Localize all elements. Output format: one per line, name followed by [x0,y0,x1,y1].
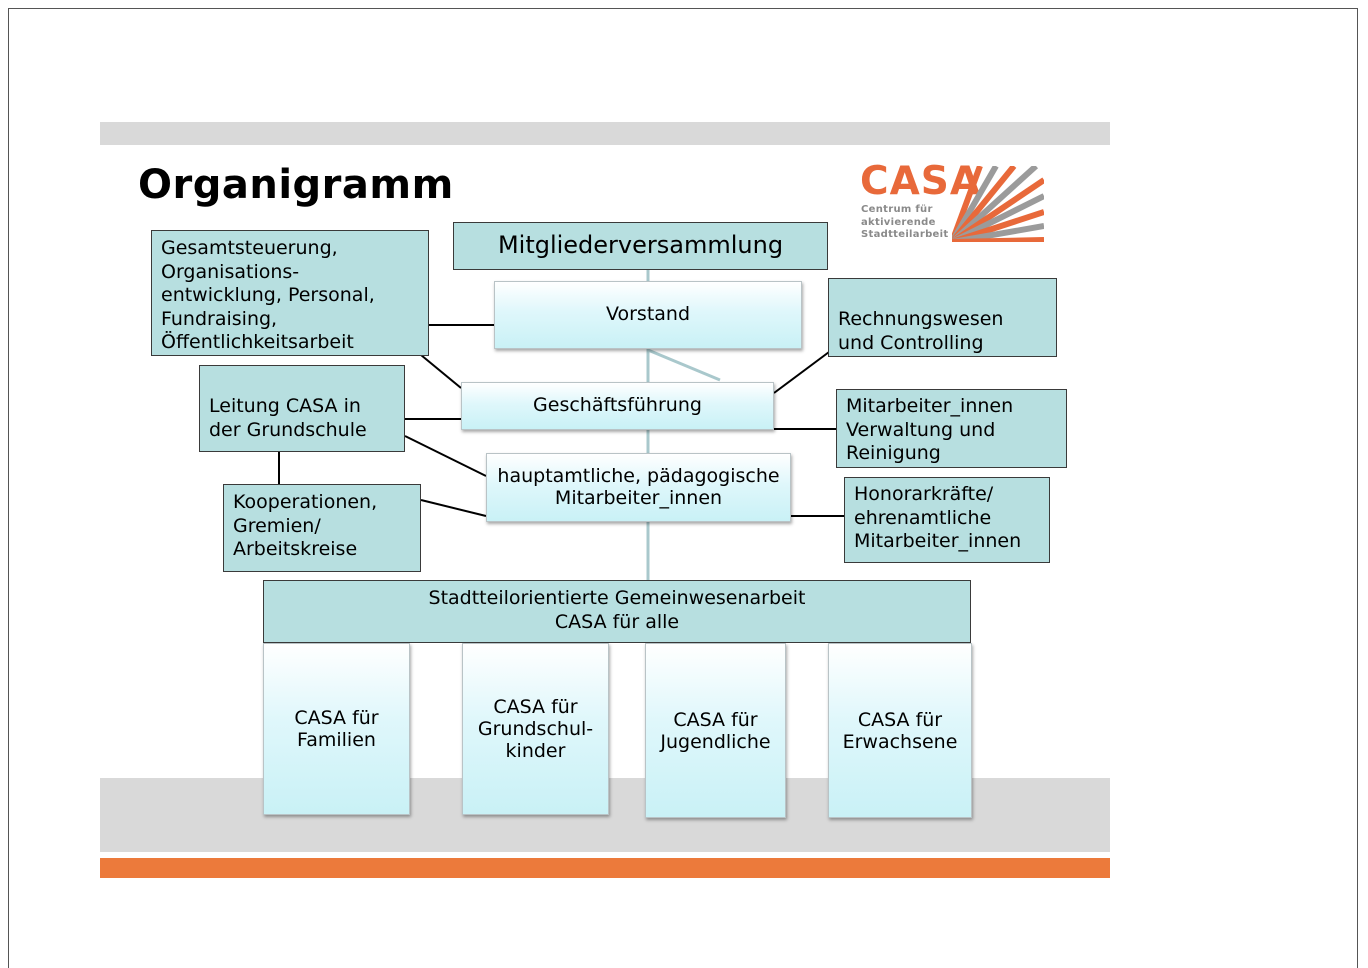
node-geschaeftsfuehrung: Geschäftsführung [461,382,774,430]
logo-subtitle-line: Stadtteilarbeit [861,229,949,240]
node-label-line: Erwachsene [842,730,958,753]
node-label-line: ehrenamtliche [854,506,992,529]
node-label: Vorstand [605,303,691,326]
node-label-line: entwicklung, Personal, [161,284,375,306]
node-leitung-grundschule: Leitung CASA in der Grundschule [199,365,405,452]
node-label-line: Kooperationen, [233,491,378,513]
node-label-wrap: CASA für Jugendliche [660,709,770,753]
node-label-line: Verwaltung und [846,418,996,441]
node-label-line: kinder [505,740,566,762]
node-label-line: Organisations- [161,260,300,283]
node-label-line: CASA für alle [554,610,680,633]
node-casa-grundschulkinder: CASA für Grundschul- kinder [462,643,609,815]
node-label-line: Stadtteilorientierte Gemeinwesenarbeit [428,587,806,609]
logo-rays-icon [952,166,1044,242]
node-casa-jugendliche: CASA für Jugendliche [645,643,786,818]
node-label-line: CASA für [857,708,943,731]
node-label: Geschäftsführung [533,394,702,417]
node-casa-erwachsene: CASA für Erwachsene [828,643,972,818]
node-label-line: CASA für [493,696,578,718]
node-label-line: Fundraising, [161,307,278,330]
node-label-line: Gesamtsteuerung, [161,237,338,259]
node-label: Mitgliederversammlung [497,231,784,260]
node-label-line: hauptamtliche, pädagogische [497,465,780,487]
footer-accent-bar [100,858,1110,878]
node-label-line: Arbeitskreise [233,538,358,560]
logo-subtitle-line: aktivierende [861,216,936,228]
node-label-line: der Grundschule [209,418,367,441]
logo-wordmark: CASA [860,159,982,204]
casa-logo: CASA Centrum für aktivierende Stadtteila… [860,160,1045,244]
page-border [8,8,1358,968]
node-label-line: Gremien/ [233,514,321,537]
logo-subtitle: Centrum für aktivierende Stadtteilarbeit [861,204,948,242]
node-label-line: Familien [297,729,376,751]
node-label-line: Mitarbeiter_innen [846,395,1014,417]
node-mitarbeiter-verwaltung: Mitarbeiter_innen Verwaltung und Reinigu… [836,389,1067,468]
node-label-line: und Controlling [838,331,984,354]
node-label-line: Mitarbeiter_innen [554,487,723,509]
node-kooperationen: Kooperationen, Gremien/ Arbeitskreise [223,484,421,572]
node-label-line: Öffentlichkeitsarbeit [161,331,354,353]
node-label-line: Grundschul- [477,718,594,740]
node-label-line: Honorarkräfte/ [854,483,994,505]
node-vorstand: Vorstand [494,281,802,349]
node-mitgliederversammlung: Mitgliederversammlung [453,222,828,270]
node-honorarkraefte: Honorarkräfte/ ehrenamtliche Mitarbeiter… [844,477,1050,563]
node-hauptamtliche: hauptamtliche, pädagogische Mitarbeiter_… [486,453,791,522]
node-label-line: Reinigung [846,442,941,464]
page-title: Organigramm [138,162,454,208]
node-gemeinwesenarbeit: Stadtteilorientierte Gemeinwesenarbeit C… [263,580,971,643]
logo-subtitle-line: Centrum für [861,204,933,215]
header-band [100,122,1110,145]
node-label-line: CASA für [294,707,379,729]
node-label-line: Leitung CASA in [209,395,361,417]
node-label-wrap: CASA für Erwachsene [843,709,958,753]
node-label-wrap: CASA für Grundschul- kinder [478,696,593,762]
node-label-wrap: CASA für Familien [294,707,378,751]
node-label-line: Rechnungswesen [838,308,1004,330]
node-rechnungswesen: Rechnungswesen und Controlling [828,278,1057,357]
node-label-line: Mitarbeiter_innen [854,530,1022,552]
node-casa-familien: CASA für Familien [263,643,410,815]
node-gesamtsteuerung: Gesamtsteuerung, Organisations- entwickl… [151,230,429,356]
node-label-line: Jugendliche [660,730,771,753]
node-label-line: CASA für [673,708,758,731]
